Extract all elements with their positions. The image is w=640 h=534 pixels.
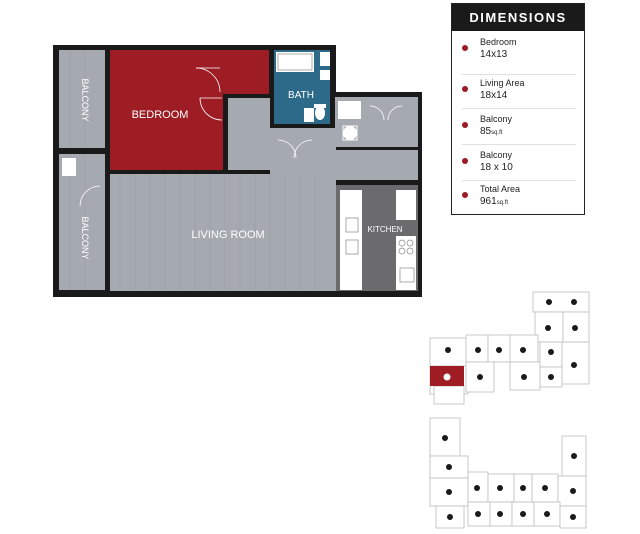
- divider: [462, 108, 576, 109]
- dimension-label: Bedroom: [480, 37, 517, 47]
- bath-label: BATH: [288, 90, 314, 101]
- key-plan: [429, 291, 590, 529]
- dimension-item-total-area: Total Area 961sq.ft: [452, 184, 586, 218]
- bullet-icon: [462, 86, 468, 92]
- dimension-item-living-area: Living Area 18x14: [452, 78, 586, 112]
- key-plan-unit-dots: [442, 299, 578, 520]
- dimension-label: Total Area: [480, 184, 521, 194]
- kitchen-label: KITCHEN: [367, 225, 402, 234]
- dimension-item-bedroom: Bedroom 14x13: [452, 37, 586, 71]
- dimensions-title: DIMENSIONS: [452, 4, 584, 31]
- dimension-value: 961sq.ft: [480, 196, 509, 207]
- dimension-value: 18x14: [480, 90, 508, 101]
- dimension-value: 14x13: [480, 49, 508, 60]
- bullet-icon: [462, 158, 468, 164]
- dimension-label: Living Area: [480, 78, 525, 88]
- dimension-item-balcony-2: Balcony 18 x 10: [452, 150, 586, 184]
- dimension-value: 18 x 10: [480, 162, 513, 173]
- balcony-bottom-label: BALCONY: [80, 216, 90, 259]
- divider: [462, 144, 576, 145]
- bullet-icon: [462, 45, 468, 51]
- unit-floor-plan: BEDROOM BATH LIVING ROOM KITCHEN BALCONY…: [53, 45, 422, 297]
- balcony-top-label: BALCONY: [80, 78, 90, 121]
- living-room[interactable]: [110, 174, 336, 291]
- dimension-label: Balcony: [480, 150, 513, 160]
- selected-unit-dot: [443, 373, 451, 381]
- dimension-label: Balcony: [480, 114, 513, 124]
- bullet-icon: [462, 122, 468, 128]
- bullet-icon: [462, 192, 468, 198]
- bedroom-label: BEDROOM: [132, 109, 189, 121]
- balcony-top[interactable]: [59, 50, 105, 148]
- living-room-label: LIVING ROOM: [191, 229, 264, 241]
- dimension-item-balcony-1: Balcony 85sq.ft: [452, 114, 586, 148]
- dimensions-panel: DIMENSIONS Bedroom 14x13 Living Area 18x…: [451, 3, 585, 215]
- balcony-bottom[interactable]: [59, 154, 105, 290]
- bedroom[interactable]: [110, 50, 223, 170]
- divider: [462, 180, 576, 181]
- divider: [462, 74, 576, 75]
- dimension-value: 85sq.ft: [480, 126, 503, 137]
